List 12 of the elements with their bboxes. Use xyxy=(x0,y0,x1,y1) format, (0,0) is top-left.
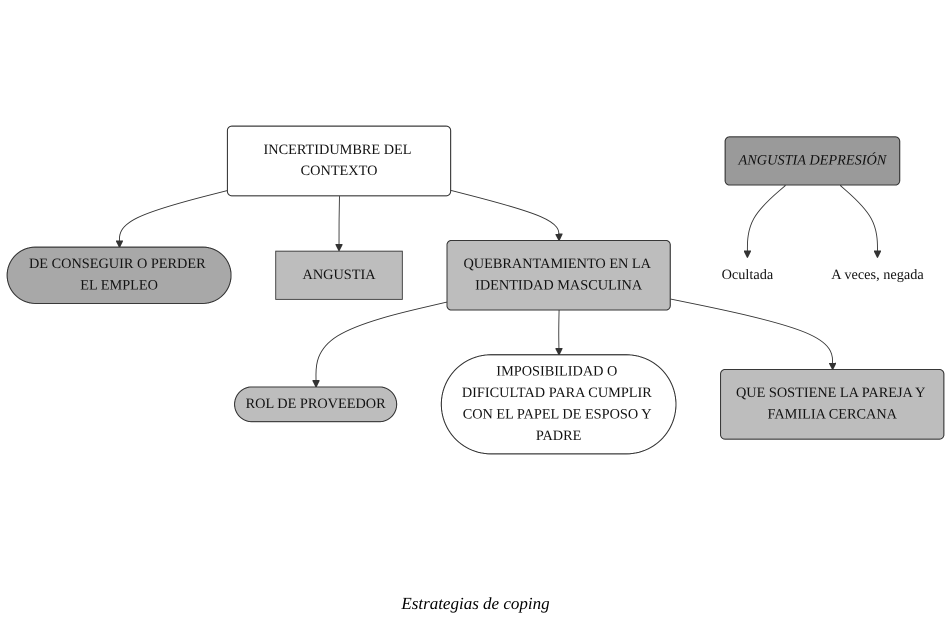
arrow xyxy=(840,185,882,258)
note-text: Estrategias de coping xyxy=(400,594,551,614)
arrow xyxy=(555,310,563,356)
arrow xyxy=(670,298,836,370)
node-box: ANGUSTIA xyxy=(275,250,403,300)
arrow xyxy=(450,190,563,242)
node-text: A veces, negada xyxy=(831,267,924,282)
arrow xyxy=(116,190,228,248)
arrow xyxy=(335,196,343,252)
arrow xyxy=(743,185,786,258)
arrow xyxy=(312,302,448,388)
node-text: Ocultada xyxy=(722,267,774,282)
